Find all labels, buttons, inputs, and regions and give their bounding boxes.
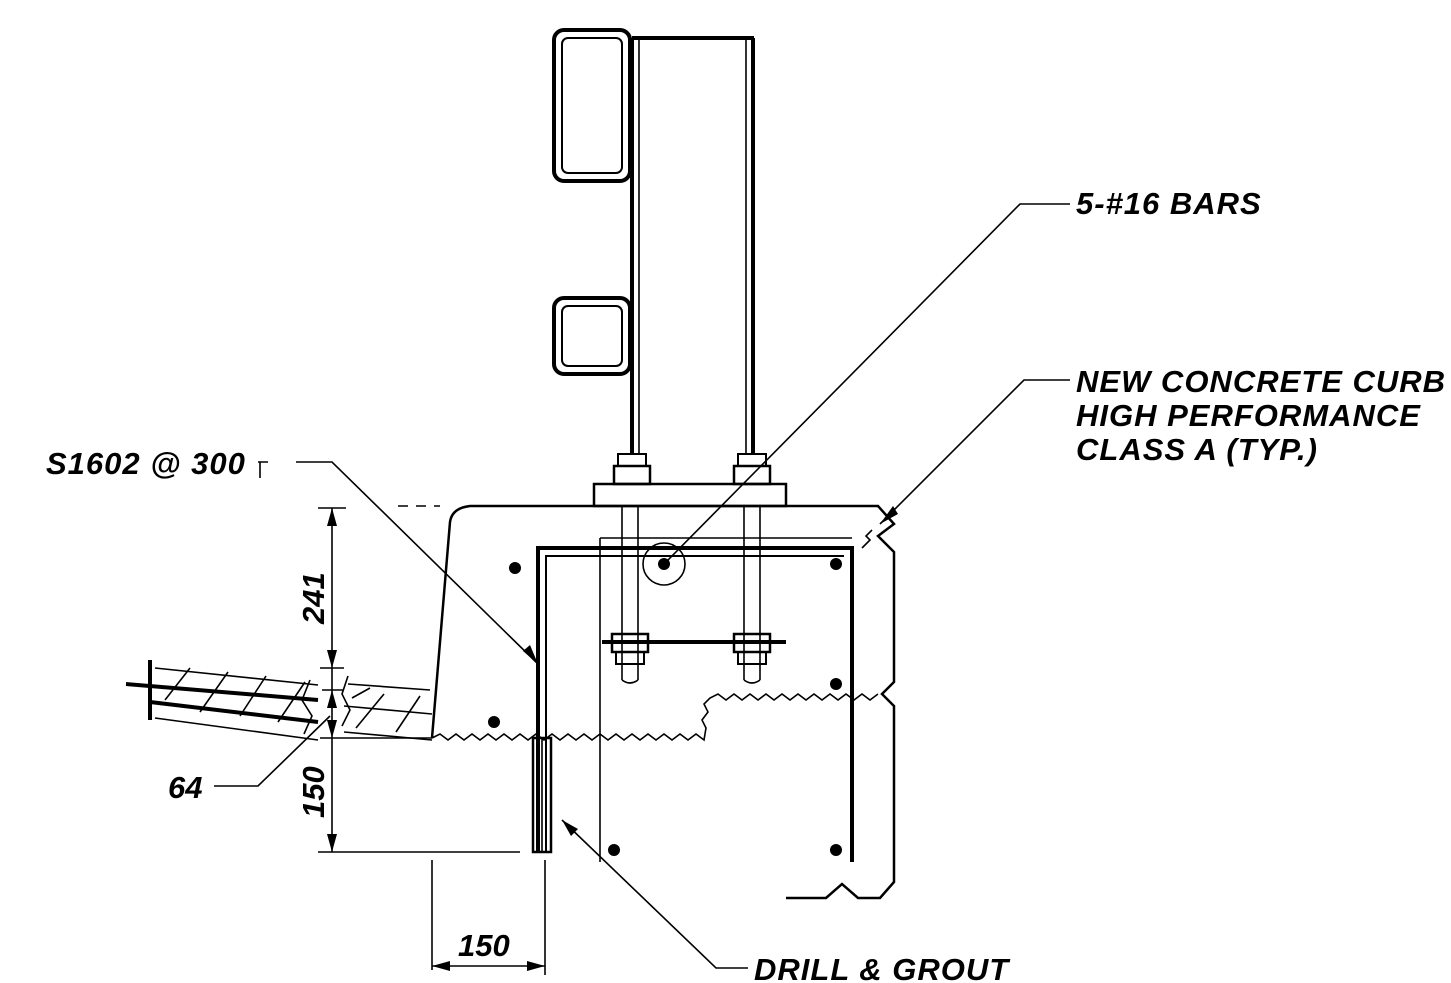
label-drill-grout: DRILL & GROUT — [754, 952, 1011, 983]
dim-150-horizontal: 150 — [458, 928, 510, 963]
anchor-bolts — [602, 453, 786, 684]
upper-rail-tube — [552, 28, 632, 183]
dim-241: 241 — [296, 572, 331, 625]
dim-64: 64 — [168, 770, 202, 805]
concrete-curb-outline — [398, 504, 896, 900]
label-curb-line3: CLASS A (TYP.) — [1076, 432, 1318, 467]
leader-lines — [258, 203, 1070, 969]
label-curb-line1: NEW CONCRETE CURB — [1076, 364, 1446, 399]
concrete-symbol — [861, 529, 873, 549]
label-bars: 5-#16 BARS — [1076, 186, 1262, 221]
dimension-lines — [214, 507, 546, 975]
lower-rail-tube — [552, 296, 632, 376]
stirrup-bar — [536, 546, 854, 862]
label-stirrup: S1602 @ 300 — [46, 446, 246, 481]
base-plate — [592, 482, 788, 508]
steel-post — [630, 36, 755, 455]
deck-slab-hatch — [125, 660, 433, 741]
dowel-bar — [531, 736, 553, 854]
dim-150-vertical: 150 — [296, 766, 331, 818]
label-curb-line2: HIGH PERFORMANCE — [1076, 398, 1421, 433]
